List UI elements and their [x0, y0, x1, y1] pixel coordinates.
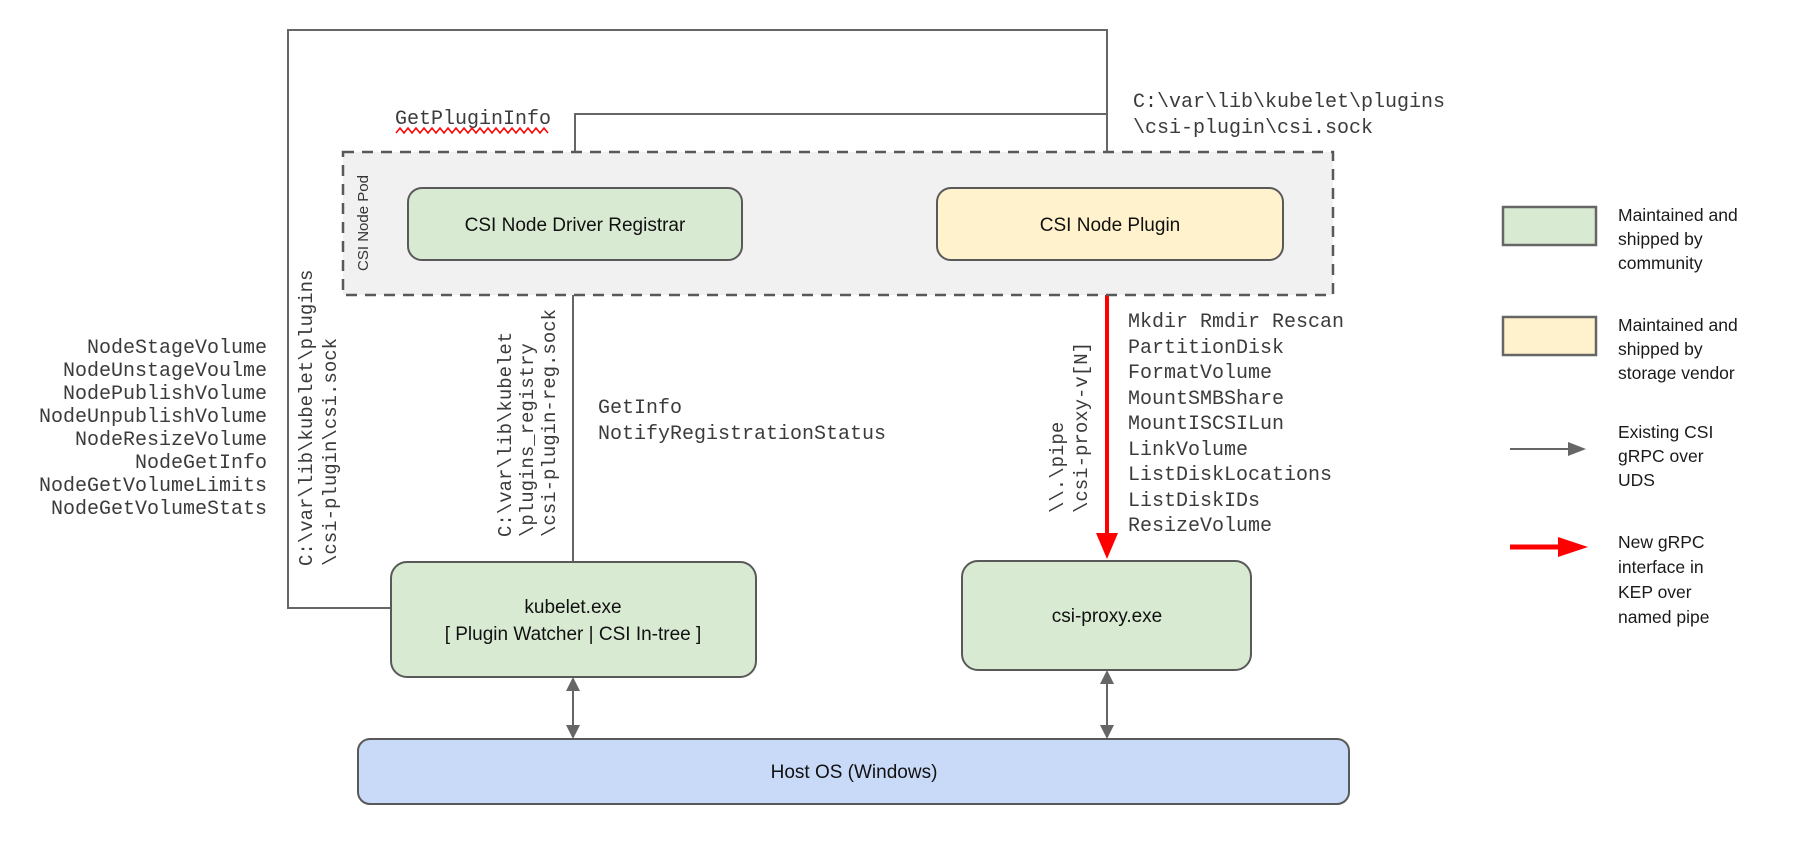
- registration-sock-path-line1: C:\var\lib\kubelet: [495, 332, 517, 537]
- legend-community-line2: shipped by: [1618, 229, 1703, 249]
- spellcheck-squiggle-icon: [395, 126, 549, 135]
- csi-call-node-publish-volume: NodePublishVolume: [63, 383, 267, 406]
- proxy-call-link-volume: LinkVolume: [1128, 439, 1248, 462]
- legend-vendor-swatch: [1501, 315, 1598, 357]
- arrowhead-into-proxy-icon: [1096, 533, 1118, 559]
- csi-proxy-box: [961, 560, 1252, 671]
- arrowhead-up-kubelet-icon: [566, 677, 580, 691]
- legend-existing-line3: UDS: [1618, 470, 1655, 490]
- csi-call-node-get-info: NodeGetInfo: [135, 452, 267, 475]
- kubelet-label-line1: kubelet.exe: [524, 597, 621, 618]
- legend-vendor-line3: storage vendor: [1618, 363, 1735, 383]
- csi-proxy-label: csi-proxy.exe: [1052, 606, 1163, 627]
- plugin-sock-path-top-line1: C:\var\lib\kubelet\plugins: [1133, 91, 1445, 114]
- csi-call-node-get-volume-stats: NodeGetVolumeStats: [51, 498, 267, 521]
- legend-community-line3: community: [1618, 253, 1703, 273]
- plugin-sock-path-left-line1: C:\var\lib\kubelet\plugins: [296, 270, 318, 566]
- arrowhead-down-host-left-icon: [566, 725, 580, 739]
- legend-red-arrowhead-icon: [1558, 537, 1588, 557]
- proxy-call-mount-smb-share: MountSMBShare: [1128, 388, 1284, 411]
- proxy-call-mount-iscsi-lun: MountISCSILun: [1128, 413, 1284, 436]
- legend-community-swatch: [1501, 205, 1598, 247]
- proxy-call-list-disk-locations: ListDiskLocations: [1128, 464, 1332, 487]
- csi-node-driver-registrar-label: CSI Node Driver Registrar: [465, 215, 686, 236]
- csi-call-node-resize-volume: NodeResizeVolume: [75, 429, 267, 452]
- proxy-call-mkdir-rmdir-rescan: Mkdir Rmdir Rescan: [1128, 311, 1344, 334]
- connector-kubelet-to-plugin: [287, 29, 1108, 609]
- legend-new-line3: KEP over: [1618, 582, 1692, 602]
- csi-node-plugin-box: [936, 187, 1284, 261]
- csi-node-plugin-label: CSI Node Plugin: [1040, 215, 1180, 236]
- legend-existing-line2: gRPC over: [1618, 446, 1704, 466]
- legend-vendor-line2: shipped by: [1618, 339, 1703, 359]
- host-os-box: [357, 738, 1350, 805]
- legend-new-line4: named pipe: [1618, 607, 1709, 627]
- plugin-sock-path-left-line2: \csi-plugin\csi.sock: [320, 338, 342, 566]
- arrowhead-up-proxy-icon: [1100, 670, 1114, 684]
- get-info-label: GetInfo: [598, 397, 682, 420]
- get-plugin-info-label: GetPluginInfo: [395, 108, 551, 131]
- legend-community-line1: Maintained and: [1618, 205, 1738, 225]
- legend-gray-arrowhead-icon: [1568, 442, 1586, 456]
- csi-call-node-unstage-volume: NodeUnstageVoulme: [63, 360, 267, 383]
- notify-registration-status-label: NotifyRegistrationStatus: [598, 423, 886, 446]
- plugin-sock-path-top-line2: \csi-plugin\csi.sock: [1133, 117, 1373, 140]
- arrowhead-down-host-right-icon: [1100, 725, 1114, 739]
- csi-call-node-stage-volume: NodeStageVolume: [87, 337, 267, 360]
- registration-sock-path-line3: \csi-plugin-reg.sock: [539, 309, 561, 537]
- csi-call-node-get-volume-limits: NodeGetVolumeLimits: [39, 475, 267, 498]
- legend-vendor-line1: Maintained and: [1618, 315, 1738, 335]
- named-pipe-path-line2: \csi-proxy-v[N]: [1071, 342, 1093, 513]
- host-os-label: Host OS (Windows): [771, 762, 938, 783]
- registration-sock-path-line2: \plugins_registry: [517, 343, 539, 537]
- kubelet-box: [390, 561, 757, 678]
- named-pipe-path-line1: \\.\pipe: [1047, 422, 1069, 513]
- csi-node-pod-label: CSI Node Pod: [355, 175, 372, 271]
- csi-node-driver-registrar-box: [407, 187, 743, 261]
- legend-new-line1: New gRPC: [1618, 532, 1705, 552]
- proxy-call-list-disk-ids: ListDiskIDs: [1128, 490, 1260, 513]
- proxy-call-format-volume: FormatVolume: [1128, 362, 1272, 385]
- proxy-call-resize-volume: ResizeVolume: [1128, 515, 1272, 538]
- proxy-call-partition-disk: PartitionDisk: [1128, 337, 1284, 360]
- legend-existing-line1: Existing CSI: [1618, 422, 1713, 442]
- legend-new-line2: interface in: [1618, 557, 1704, 577]
- csi-call-node-unpublish-volume: NodeUnpublishVolume: [39, 406, 267, 429]
- kubelet-label-line2: [ Plugin Watcher | CSI In-tree ]: [445, 624, 702, 645]
